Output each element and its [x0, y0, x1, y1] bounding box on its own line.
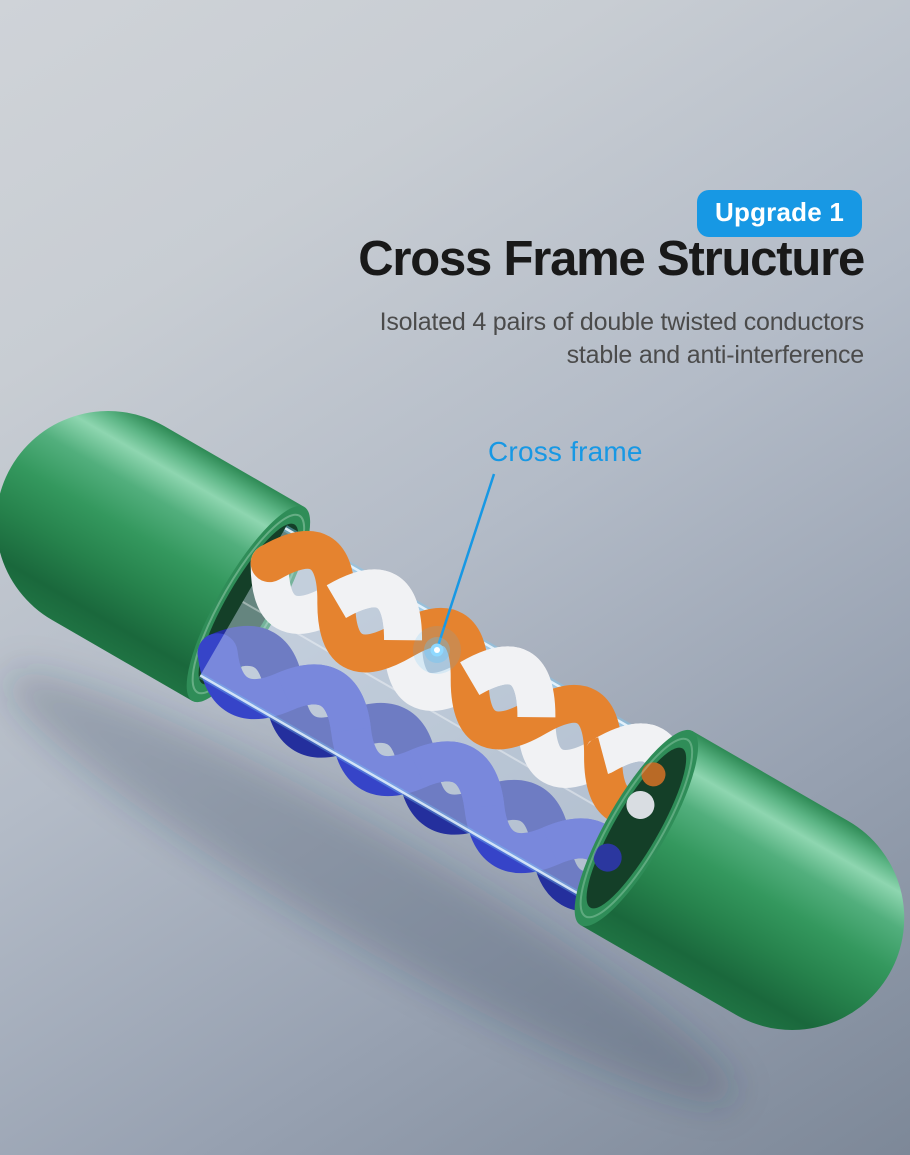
cable-jacket-right [574, 729, 905, 1030]
subtitle: Isolated 4 pairs of double twisted condu… [379, 306, 865, 372]
blue-twisted-pair [197, 625, 638, 912]
wire-end-white [626, 790, 655, 819]
cable-shadow [5, 672, 736, 1104]
subtitle-line-2: stable and anti-interference [566, 341, 865, 369]
wire-end-blue [593, 843, 622, 872]
orange-white-twisted-pair [250, 530, 689, 827]
page-title: Cross Frame Structure [358, 232, 865, 286]
upgrade-badge: Upgrade 1 [697, 190, 862, 237]
wire-end-orange [641, 762, 666, 787]
cable-group [0, 411, 905, 1104]
cross-frame-label: Cross frame [488, 436, 643, 467]
callout-leader [413, 473, 496, 674]
subtitle-line-1: Isolated 4 pairs of double twisted condu… [379, 308, 865, 336]
